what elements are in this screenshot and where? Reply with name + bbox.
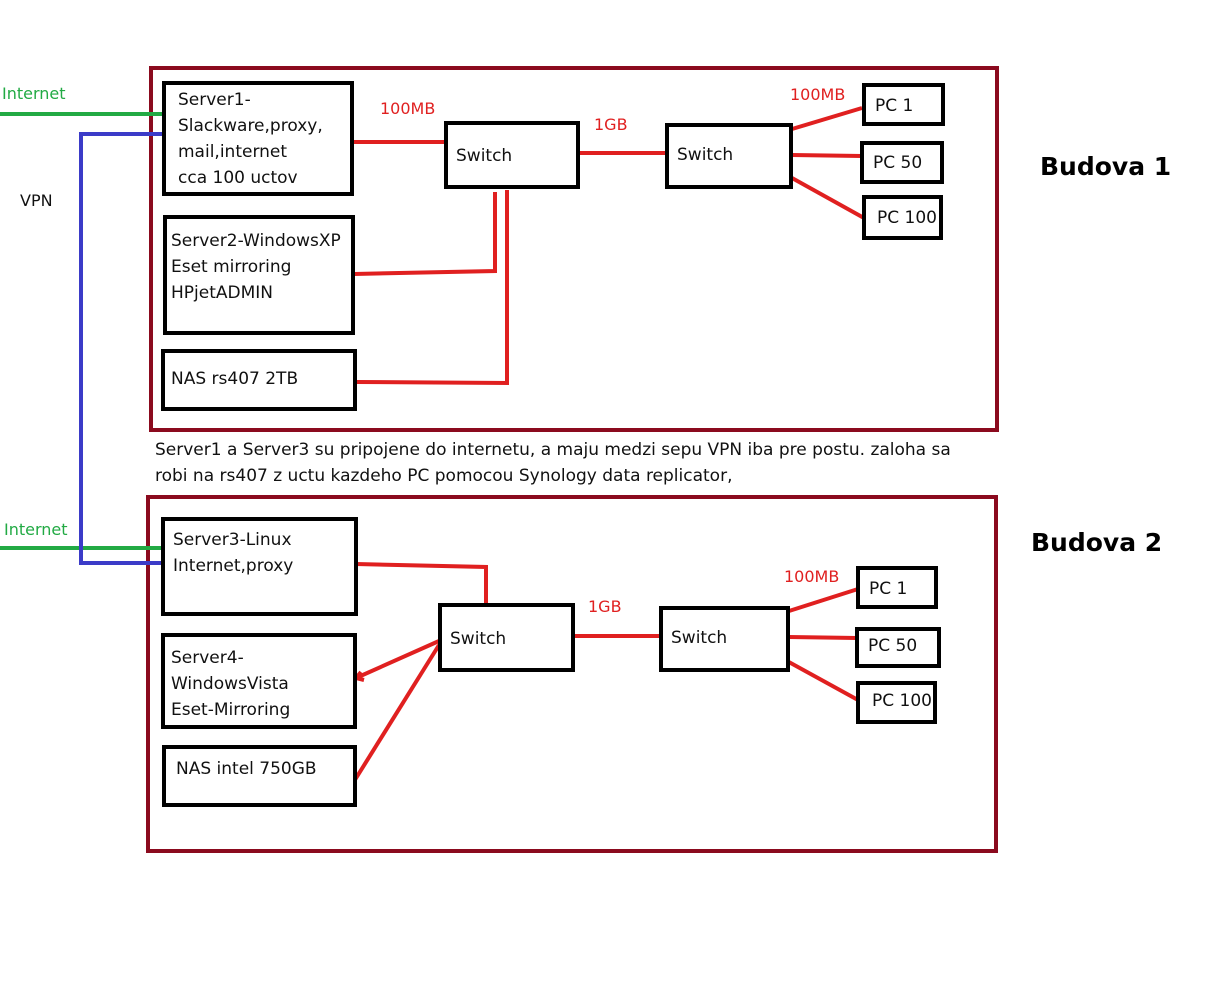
switch-b2-a-box [438,603,575,672]
switch-b1-b-box [665,123,793,189]
link-100mb-b1-pcs: 100MB [790,85,845,104]
server2-line-2: Eset mirroring [171,257,291,277]
switch-b1-a-box [444,121,580,189]
switch-b2-a-label: Switch [450,629,506,649]
building-2-boxes [161,517,941,807]
nas-intel-box [162,745,357,807]
internet-label-top: Internet [2,84,66,103]
server3-line-2: Internet,proxy [173,556,293,576]
server4-line-2: WindowsVista [171,674,289,694]
server2-line-3: HPjetADMIN [171,283,273,303]
building-2-frame [146,495,998,853]
building-1-title: Budova 1 [1040,152,1171,181]
server1-line-4: cca 100 uctov [178,168,298,188]
switch-b1-a-label: Switch [456,146,512,166]
server2-line-1: Server2-WindowsXP [171,231,341,251]
nas-rs407-box [161,349,357,411]
pc50-b1-box [860,141,944,184]
note-line-2: robi na rs407 z uctu kazdeho PC pomocou … [155,466,732,486]
pc100-b2-box [856,681,937,724]
pc100-b1-label: PC 100 [877,208,937,228]
pc1-b2-label: PC 1 [869,579,907,599]
server2-box [163,215,355,335]
note-line-1: Server1 a Server3 su pripojene do intern… [155,440,951,460]
building-1-links [352,106,865,386]
server1-box [162,81,354,196]
pc1-b1-label: PC 1 [875,96,913,116]
server4-line-3: Eset-Mirroring [171,700,290,720]
switch-b1-b-label: Switch [677,145,733,165]
pc1-b2-box [856,566,938,609]
server4-box [161,633,357,729]
switch-b2-b-box [659,606,790,672]
server1-line-3: mail,internet [178,142,287,162]
building-1-boxes [161,81,945,411]
server1-line-2: Slackware,proxy, [178,116,323,136]
pc50-b2-box [855,627,941,668]
link-1gb-b2: 1GB [588,597,622,616]
building-1-frame [149,66,999,432]
building-2-links [351,562,859,785]
server3-line-1: Server3-Linux [173,530,292,550]
link-100mb-b2-pcs: 100MB [784,567,839,586]
nas-intel-label: NAS intel 750GB [176,759,317,779]
nas-rs407-label: NAS rs407 2TB [171,369,298,389]
link-100mb-b1-server: 100MB [380,99,435,118]
pc50-b1-label: PC 50 [873,153,922,173]
building-2-title: Budova 2 [1031,528,1162,557]
link-1gb-b1: 1GB [594,115,628,134]
pc50-b2-label: PC 50 [868,636,917,656]
switch-b2-b-label: Switch [671,628,727,648]
pc100-b2-label: PC 100 [872,691,932,711]
server1-line-1: Server1- [178,90,251,110]
pc1-b1-box [862,83,945,126]
pc100-b1-box [862,195,943,240]
server3-box [161,517,358,616]
server4-line-1: Server4- [171,648,244,668]
internet-label-bottom: Internet [4,520,68,539]
vpn-line [79,132,164,565]
vpn-label: VPN [20,191,53,210]
